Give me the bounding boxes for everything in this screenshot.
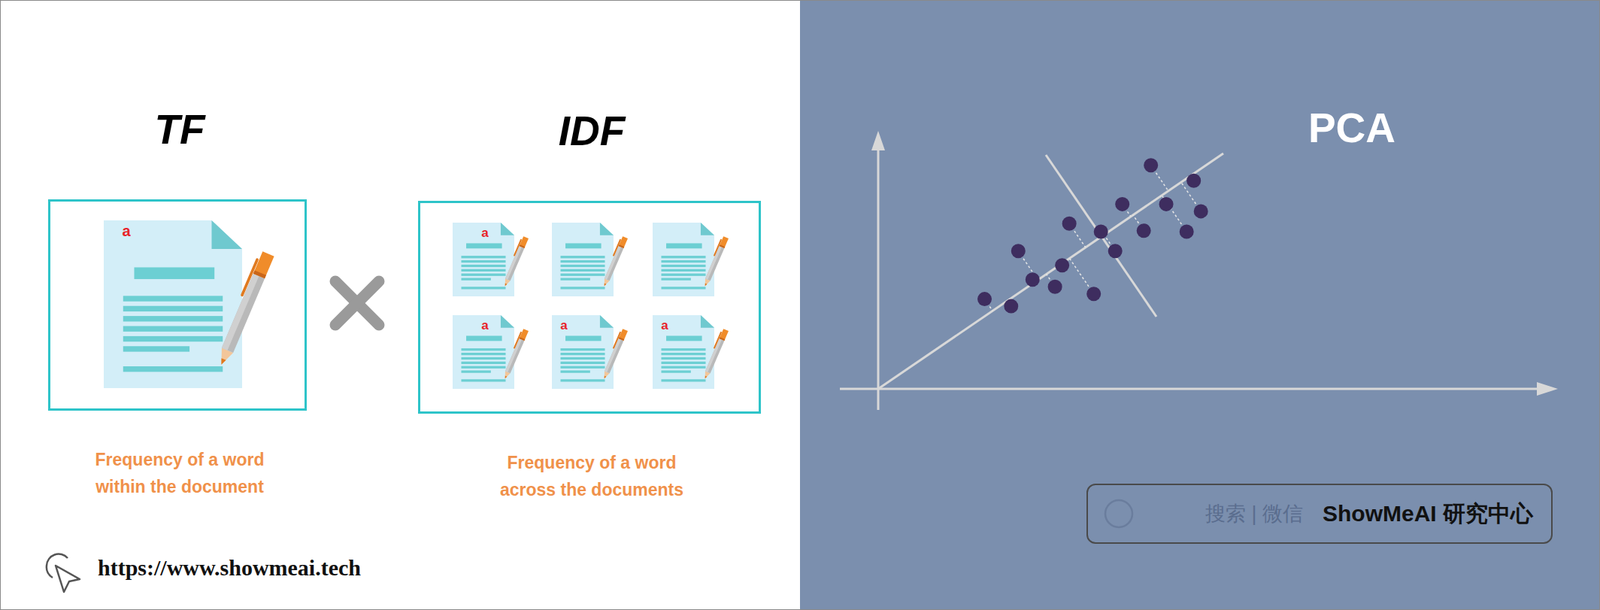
document-icon bbox=[652, 222, 729, 297]
multiply-sign bbox=[335, 281, 379, 325]
document-icon bbox=[551, 315, 628, 389]
panel-caption: Frequency of a word across the documents bbox=[486, 448, 697, 504]
watermark-text: 搜索 | 微信 bbox=[1205, 500, 1304, 528]
document-icon bbox=[452, 315, 529, 389]
panel-heading: TF bbox=[5, 105, 355, 154]
document-icon bbox=[103, 220, 275, 388]
cursor-icon bbox=[46, 554, 80, 592]
pca-panel bbox=[800, 0, 1600, 610]
data-point bbox=[1136, 223, 1152, 238]
data-point bbox=[1193, 203, 1209, 219]
search-icon bbox=[1105, 500, 1133, 528]
data-point bbox=[1093, 224, 1109, 240]
data-point bbox=[1011, 243, 1026, 258]
letter-mark: a bbox=[121, 222, 131, 240]
pca-title: PCA bbox=[1308, 103, 1396, 152]
data-point bbox=[1179, 224, 1194, 240]
document-icon bbox=[551, 222, 628, 297]
data-point bbox=[1108, 243, 1123, 258]
document-icon bbox=[452, 222, 529, 297]
data-point bbox=[1143, 157, 1158, 173]
brand-name: ShowMeAI 研究中心 bbox=[1322, 498, 1534, 530]
data-point bbox=[1025, 272, 1040, 287]
data-point bbox=[1048, 279, 1063, 294]
panel-caption: Frequency of a word within the document bbox=[74, 445, 285, 500]
data-point bbox=[1062, 216, 1077, 231]
data-point bbox=[1115, 196, 1130, 212]
data-point bbox=[1003, 299, 1019, 314]
data-point bbox=[1086, 286, 1101, 301]
pca-plot bbox=[839, 130, 1558, 410]
panel-heading: IDF bbox=[375, 106, 809, 155]
data-point bbox=[1159, 196, 1174, 212]
letter-mark: a bbox=[481, 318, 488, 334]
letter-mark: a bbox=[660, 318, 668, 334]
data-point bbox=[1186, 173, 1201, 188]
document-icon bbox=[652, 315, 729, 389]
idf-box: IDFFrequency of a word across the docume… bbox=[418, 200, 761, 414]
data-point bbox=[1054, 257, 1070, 273]
watermark-box: 搜索 | 微信 ShowMeAI 研究中心 bbox=[1086, 483, 1553, 544]
tf-box: TFFrequency of a word within the documen… bbox=[48, 199, 307, 411]
letter-mark: a bbox=[481, 225, 488, 241]
letter-mark: a bbox=[560, 318, 567, 334]
data-point bbox=[977, 291, 992, 307]
website-url: https://www.showmeai.tech bbox=[97, 554, 361, 581]
